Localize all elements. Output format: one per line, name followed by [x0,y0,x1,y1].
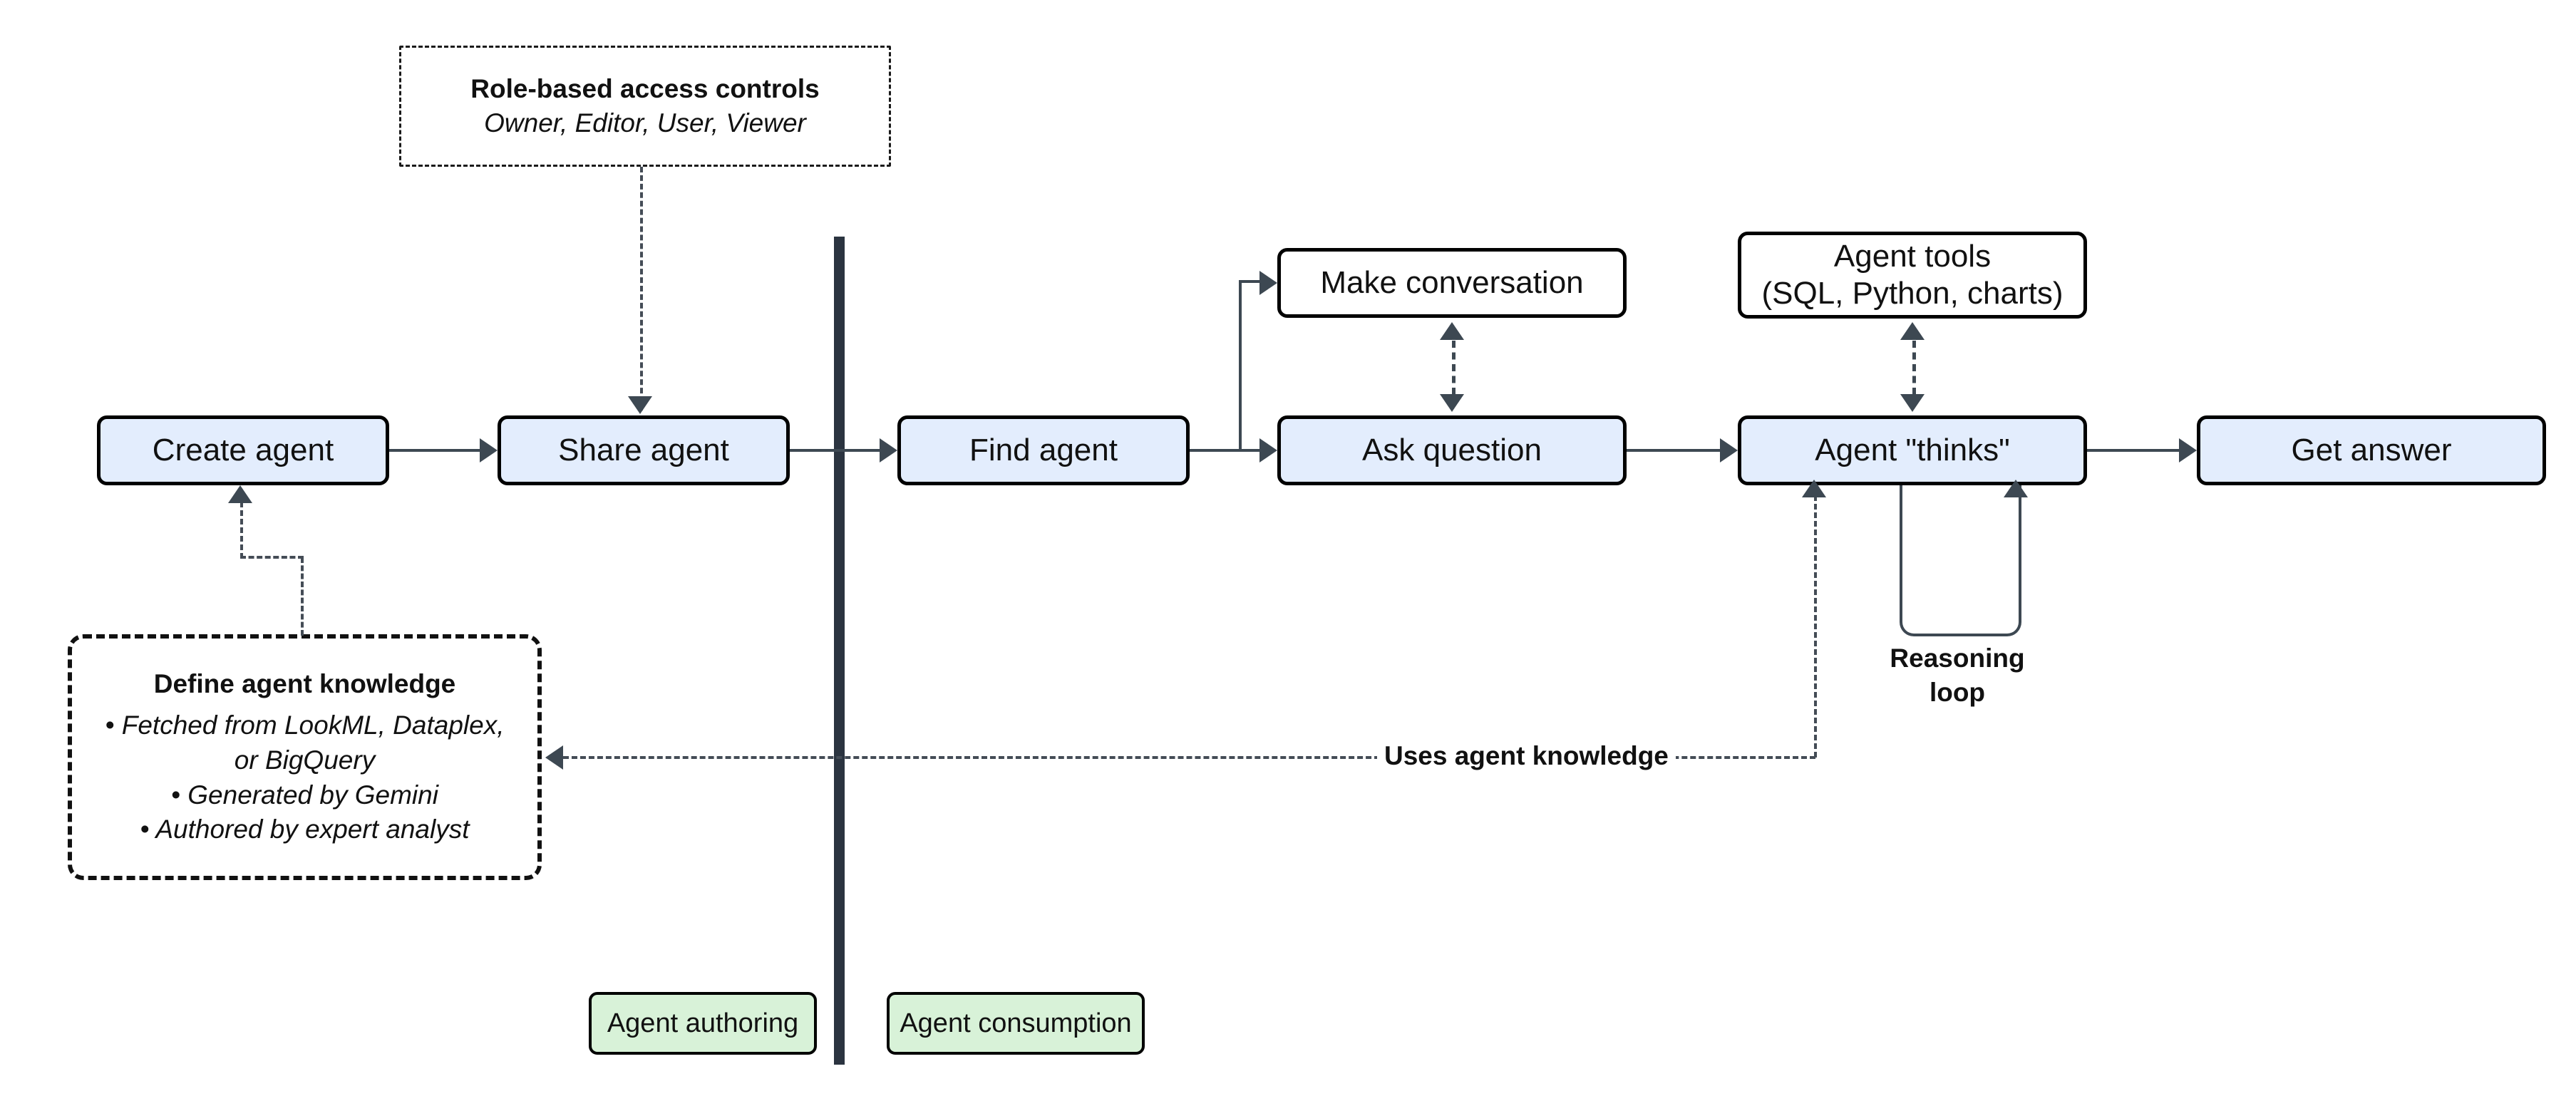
edge-create-to-share [389,449,480,452]
knowledge-note-bullet-1: or BigQuery [234,745,376,775]
edge-knowledge-riser-left [240,502,243,559]
rbac-note-roles: Owner, Editor, User, Viewer [484,108,806,138]
edge-to-ask-question-arrowhead [1259,438,1277,462]
reasoning-loop-label: Reasoning loop [1879,641,2036,710]
edge-agent-tools-up-arrowhead [1900,322,1925,340]
section-divider [834,237,845,1065]
edge-uses-knowledge-up-arrowhead [1802,480,1826,497]
edge-knowledge-riser-right [301,557,304,636]
node-ask-question[interactable]: Ask question [1277,415,1627,485]
legend-agent-consumption: Agent consumption [887,992,1145,1055]
knowledge-note-box: Define agent knowledge • Fetched from Lo… [68,634,542,880]
node-agent-tools[interactable]: Agent tools (SQL, Python, charts) [1738,232,2087,319]
edge-uses-knowledge-horizontal [563,756,1815,759]
edge-agent-thinks-down-arrowhead [1900,394,1925,412]
edge-rbac-to-share-agent-arrowhead [628,396,652,414]
edge-branch-riser [1239,281,1242,450]
edge-knowledge-to-create-agent-arrowhead [228,485,252,503]
reasoning-loop-arrowhead [2004,480,2028,497]
edge-knowledge-step-horizontal [240,556,304,559]
knowledge-note-bullet-0: • Fetched from LookML, Dataplex, [105,710,505,740]
edge-rbac-to-share-agent [640,167,643,410]
reasoning-loop-label-line-2: loop [1929,678,1986,708]
edge-agent-tools-agent-thinks [1912,341,1916,395]
node-share-agent[interactable]: Share agent [498,415,790,485]
edge-label-uses-agent-knowledge: Uses agent knowledge [1377,741,1676,771]
edge-create-to-share-arrowhead [480,438,498,462]
agent-tools-line-1: Agent tools [1833,239,1992,274]
edge-uses-knowledge-riser [1814,487,1817,758]
rbac-note-box: Role-based access controls Owner, Editor… [399,46,891,167]
node-agent-thinks[interactable]: Agent "thinks" [1738,415,2087,485]
reasoning-loop-label-line-1: Reasoning [1890,644,2025,673]
edge-ask-to-thinks [1627,449,1720,452]
knowledge-note-bullet-3: • Authored by expert analyst [140,815,470,844]
agent-tools-line-2: (SQL, Python, charts) [1761,276,2064,311]
knowledge-note-heading: Define agent knowledge [153,668,456,698]
node-create-agent[interactable]: Create agent [97,415,389,485]
edge-find-to-branch [1190,449,1260,452]
edge-thinks-to-answer-arrowhead [2179,438,2197,462]
edge-ask-to-thinks-arrowhead [1720,438,1738,462]
edge-branch-to-make-conversation [1239,280,1260,283]
edge-make-conversation-ask-question [1452,341,1456,395]
node-get-answer[interactable]: Get answer [2197,415,2546,485]
edge-share-to-find-arrowhead [880,438,897,462]
edge-make-conversation-up-arrowhead [1440,322,1464,340]
edge-uses-knowledge-arrowhead [545,745,563,770]
edge-to-make-conversation-arrowhead [1259,271,1277,295]
node-make-conversation[interactable]: Make conversation [1277,248,1627,318]
knowledge-note-bullet-2: • Generated by Gemini [171,780,438,810]
edge-share-to-find [790,449,880,452]
legend-agent-authoring: Agent authoring [589,992,817,1055]
reasoning-loop-path [1900,485,2021,636]
edge-thinks-to-answer [2087,449,2180,452]
rbac-note-heading: Role-based access controls [470,73,820,103]
node-find-agent[interactable]: Find agent [897,415,1190,485]
edge-ask-question-down-arrowhead [1440,394,1464,412]
